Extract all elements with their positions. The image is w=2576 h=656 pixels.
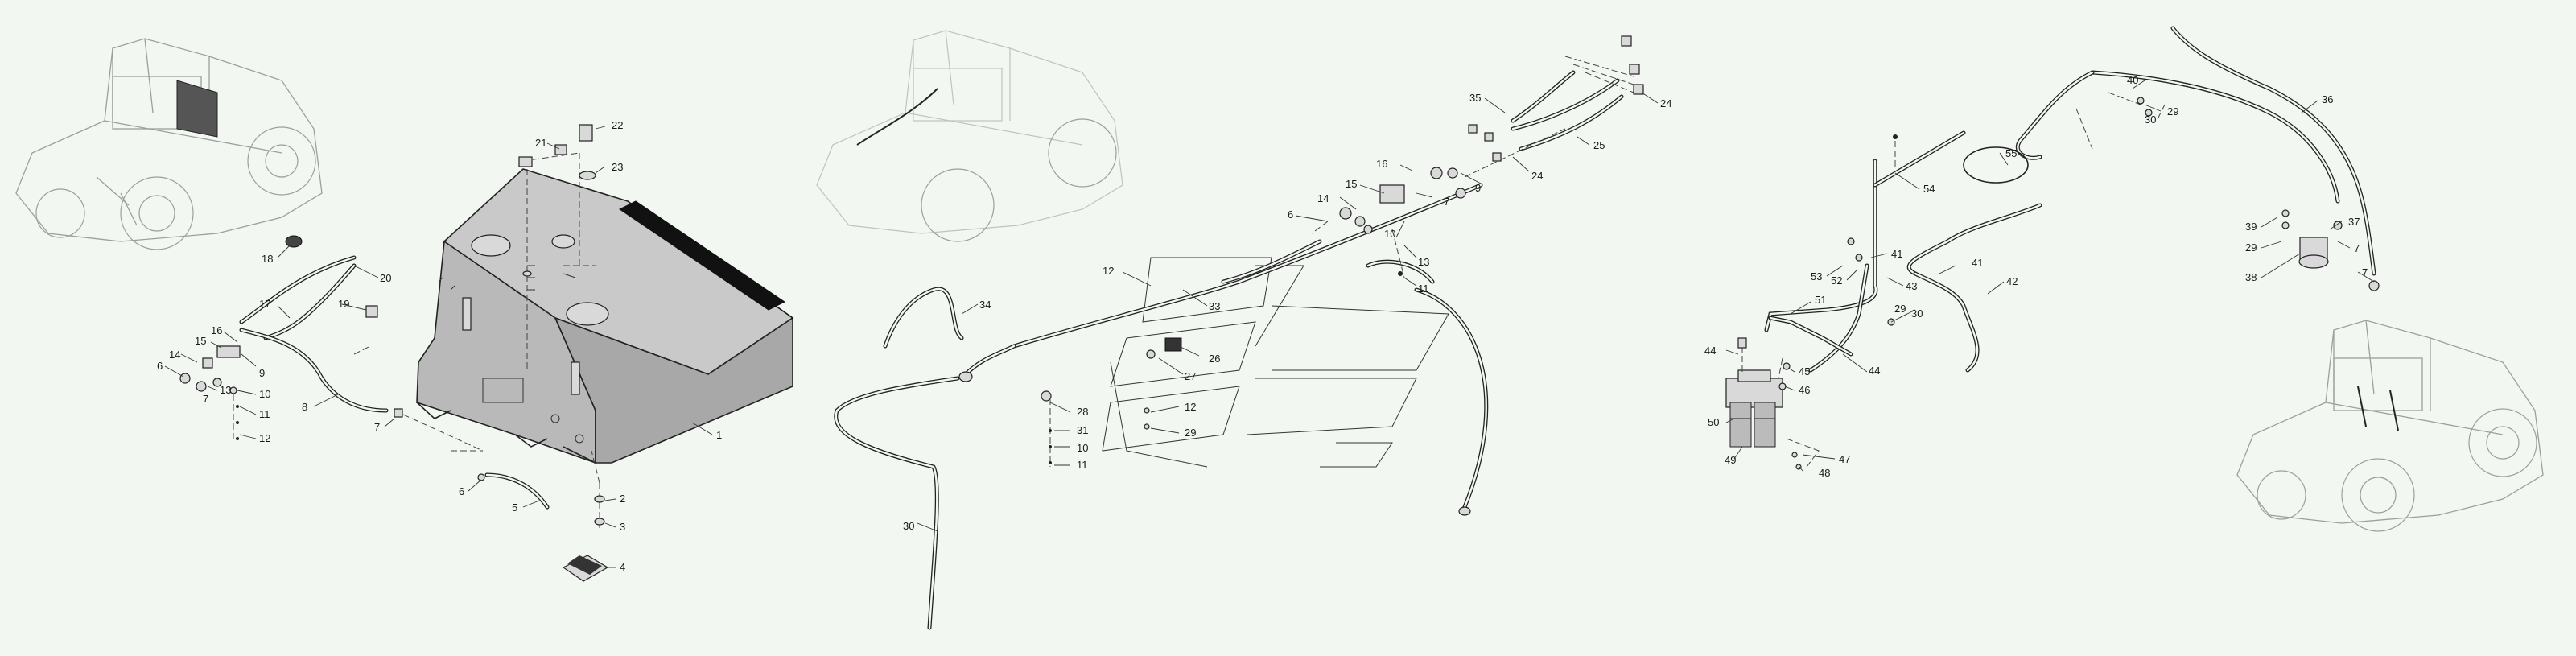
callout: 7 <box>1444 196 1449 208</box>
callout: 41 <box>1891 248 1902 260</box>
callout: 49 <box>1725 454 1736 466</box>
callout: 52 <box>1831 274 1842 287</box>
callout: 18 <box>262 253 273 265</box>
callout: 25 <box>1593 139 1605 151</box>
fuel-filter-assembly <box>1725 337 1820 470</box>
callout: 48 <box>1819 467 1830 479</box>
tractor-locator-right <box>2236 320 2544 532</box>
callout: 17 <box>259 298 270 310</box>
callout: 16 <box>211 324 222 336</box>
callout: 43 <box>1906 280 1917 292</box>
callout: 47 <box>1839 453 1850 465</box>
callout: 6 <box>459 485 464 497</box>
callout: 11 <box>1077 459 1088 471</box>
callout: 8 <box>302 401 307 413</box>
callout: 24 <box>1660 97 1671 109</box>
callout: 53 <box>1811 270 1822 283</box>
callout: 7 <box>2362 266 2368 278</box>
callout: 46 <box>1799 384 1810 396</box>
callout: 40 <box>2127 74 2138 86</box>
callouts-middle: 35 24 16 25 15 24 9 6 14 7 10 13 11 12 3… <box>903 92 1671 532</box>
callout: 19 <box>338 298 349 310</box>
callout: 55 <box>2005 147 2017 159</box>
callout: 35 <box>1469 92 1481 104</box>
tractor-locator-middle <box>816 30 1123 242</box>
callout: 54 <box>1923 183 1935 195</box>
callout: 30 <box>2145 113 2156 126</box>
callout: 38 <box>2245 271 2257 283</box>
callout: 27 <box>1185 370 1196 382</box>
callout: 1 <box>716 429 722 441</box>
tank-fittings-left <box>179 124 609 582</box>
callout: 33 <box>1209 300 1220 312</box>
callout: 13 <box>220 384 231 396</box>
callout: 20 <box>380 272 391 284</box>
fittings-middle <box>1041 35 1644 467</box>
callout: 39 <box>2245 221 2257 233</box>
callout: 51 <box>1815 294 1826 306</box>
callout: 2 <box>620 493 625 505</box>
callout: 26 <box>1209 353 1220 365</box>
callout: 6 <box>1288 208 1293 221</box>
callouts-right: 40 36 29 30 55 54 39 37 29 7 38 7 41 53 … <box>1704 74 2368 479</box>
callout: 10 <box>1384 228 1395 240</box>
callout: 42 <box>2006 275 2018 287</box>
callout: 13 <box>1418 256 1429 268</box>
callout: 44 <box>1704 345 1716 357</box>
callout: 4 <box>620 561 625 573</box>
middle-leaders <box>917 92 1659 532</box>
callout: 16 <box>1376 158 1387 170</box>
callout: 9 <box>259 367 265 379</box>
callout: 22 <box>612 119 623 131</box>
callout: 9 <box>1475 182 1481 194</box>
callout: 37 <box>2348 216 2360 228</box>
left-leaders <box>164 126 713 568</box>
cab-structure-outline <box>1102 257 1449 468</box>
callout: 30 <box>1911 307 1923 320</box>
callout: 7 <box>374 421 380 433</box>
callout: 24 <box>1531 170 1543 182</box>
callout: 12 <box>1185 401 1196 413</box>
callout: 5 <box>512 501 517 514</box>
callout: 41 <box>1972 257 1983 269</box>
callout: 15 <box>1346 178 1357 190</box>
callout: 7 <box>2354 242 2360 254</box>
callout: 11 <box>1418 283 1429 295</box>
callout: 29 <box>1185 427 1196 439</box>
callout: 12 <box>259 432 270 444</box>
callout: 45 <box>1799 365 1810 378</box>
callout: 3 <box>620 521 625 533</box>
right-fittings <box>1847 92 2380 326</box>
callout: 34 <box>979 299 991 311</box>
callout: 31 <box>1077 424 1088 436</box>
right-leaders <box>1725 80 2375 472</box>
callout: 50 <box>1708 416 1719 428</box>
callout: 11 <box>259 408 270 420</box>
callouts-left: 22 21 23 18 20 19 17 16 15 9 14 6 13 7 1… <box>157 119 722 573</box>
fuel-tank <box>416 168 794 464</box>
callout: 14 <box>169 349 180 361</box>
callout: 12 <box>1103 265 1114 277</box>
callout: 30 <box>903 520 914 532</box>
callout: 28 <box>1077 406 1088 418</box>
callout: 10 <box>259 388 270 400</box>
callout: 7 <box>203 393 208 405</box>
callout: 10 <box>1077 442 1088 454</box>
callout: 21 <box>535 137 546 149</box>
tractor-locator-left <box>15 38 323 250</box>
callout: 15 <box>195 335 206 347</box>
callout: 29 <box>1894 303 1906 315</box>
callout: 14 <box>1317 192 1329 204</box>
callout: 29 <box>2167 105 2178 118</box>
callout: 36 <box>2322 93 2333 105</box>
callout: 29 <box>2245 241 2257 254</box>
callout: 23 <box>612 161 623 173</box>
callout: 44 <box>1869 365 1880 377</box>
fuel-lines-middle <box>834 70 1624 630</box>
callout: 6 <box>157 360 163 372</box>
fuel-lines-right <box>1764 26 2376 373</box>
